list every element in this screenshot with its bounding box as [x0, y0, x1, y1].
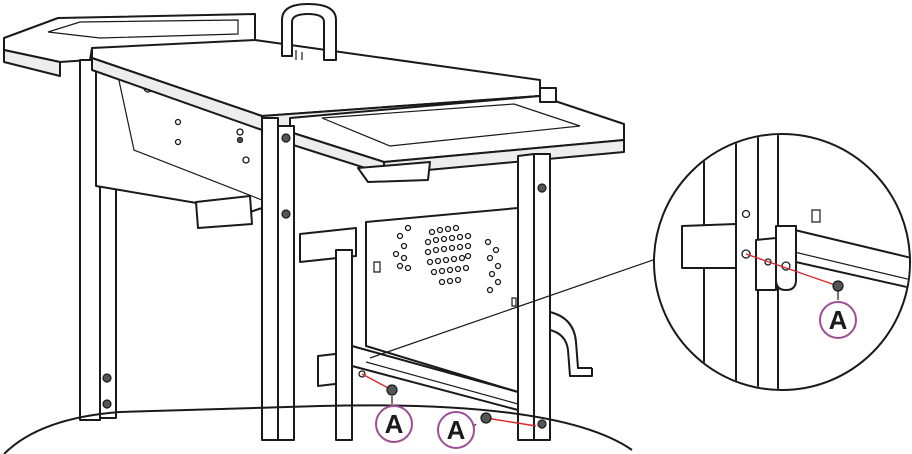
- lower-frame-posts: [335, 249, 353, 441]
- ground-contour: [3, 404, 633, 454]
- fastener-right: [480, 412, 537, 427]
- right-side-shelf: [289, 87, 625, 183]
- callout-left: A: [375, 396, 413, 443]
- vent-hole-cluster-left: [392, 224, 412, 272]
- detail-magnifier: [653, 133, 911, 391]
- fastener-left: [361, 373, 398, 396]
- callout-detail: A: [819, 290, 857, 339]
- front-left-frame-post: [261, 117, 295, 441]
- detail-leader-line: [369, 251, 677, 359]
- callout-left-label: A: [385, 409, 404, 439]
- right-hook-bar: [549, 311, 593, 377]
- callout-right-label: A: [447, 415, 466, 445]
- callout-detail-label: A: [829, 305, 848, 335]
- lid-handle: [281, 3, 337, 61]
- front-right-frame-post: [517, 153, 551, 441]
- callout-right: A: [437, 411, 477, 449]
- left-side-shelf: [3, 13, 256, 77]
- vent-hole-cluster-center: [424, 224, 472, 286]
- vent-hole-cluster-right: [484, 238, 502, 294]
